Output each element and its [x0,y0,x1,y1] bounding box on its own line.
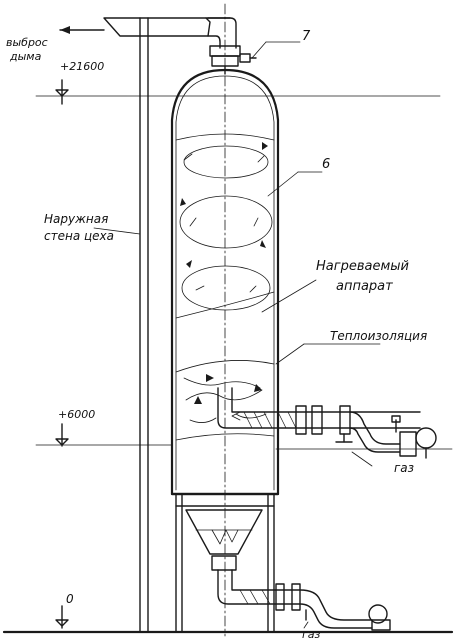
callout-item-6: 6 [322,157,330,172]
label-smoke-exhaust-2: дыма [9,50,42,63]
elevation-ground [2,605,454,634]
label-outer-wall-1: Наружная [44,212,108,226]
elevation-top-label: +21600 [60,60,104,73]
label-smoke-exhaust-1: выброс [6,36,48,49]
label-heated-apparatus-1: Нагреваемый [316,259,409,274]
label-gas-lower: газ [302,628,321,641]
label-outer-wall-2: стена цеха [44,229,114,243]
exhaust-arrow [59,26,105,34]
upper-heating-zone [175,133,275,319]
label-insulation: Теплоизоляция [330,329,427,343]
leader-lines [93,41,381,629]
lower-heating-zone [175,360,275,441]
upper-burner-duct [217,387,437,459]
label-heated-apparatus-2: аппарат [336,279,393,294]
support-stand [175,493,275,633]
callout-item-7: 7 [302,29,311,44]
smoke-exhaust-hood [103,17,257,75]
outer-wall [139,17,149,633]
label-gas-upper: газ [394,461,414,475]
elevation-ground-label: 0 [66,592,74,606]
elevation-middle [35,423,453,450]
elevation-middle-label: +6000 [58,408,95,421]
vessel-shell [170,3,280,637]
elevation-top [35,79,441,105]
lower-cone-burner [185,509,391,631]
